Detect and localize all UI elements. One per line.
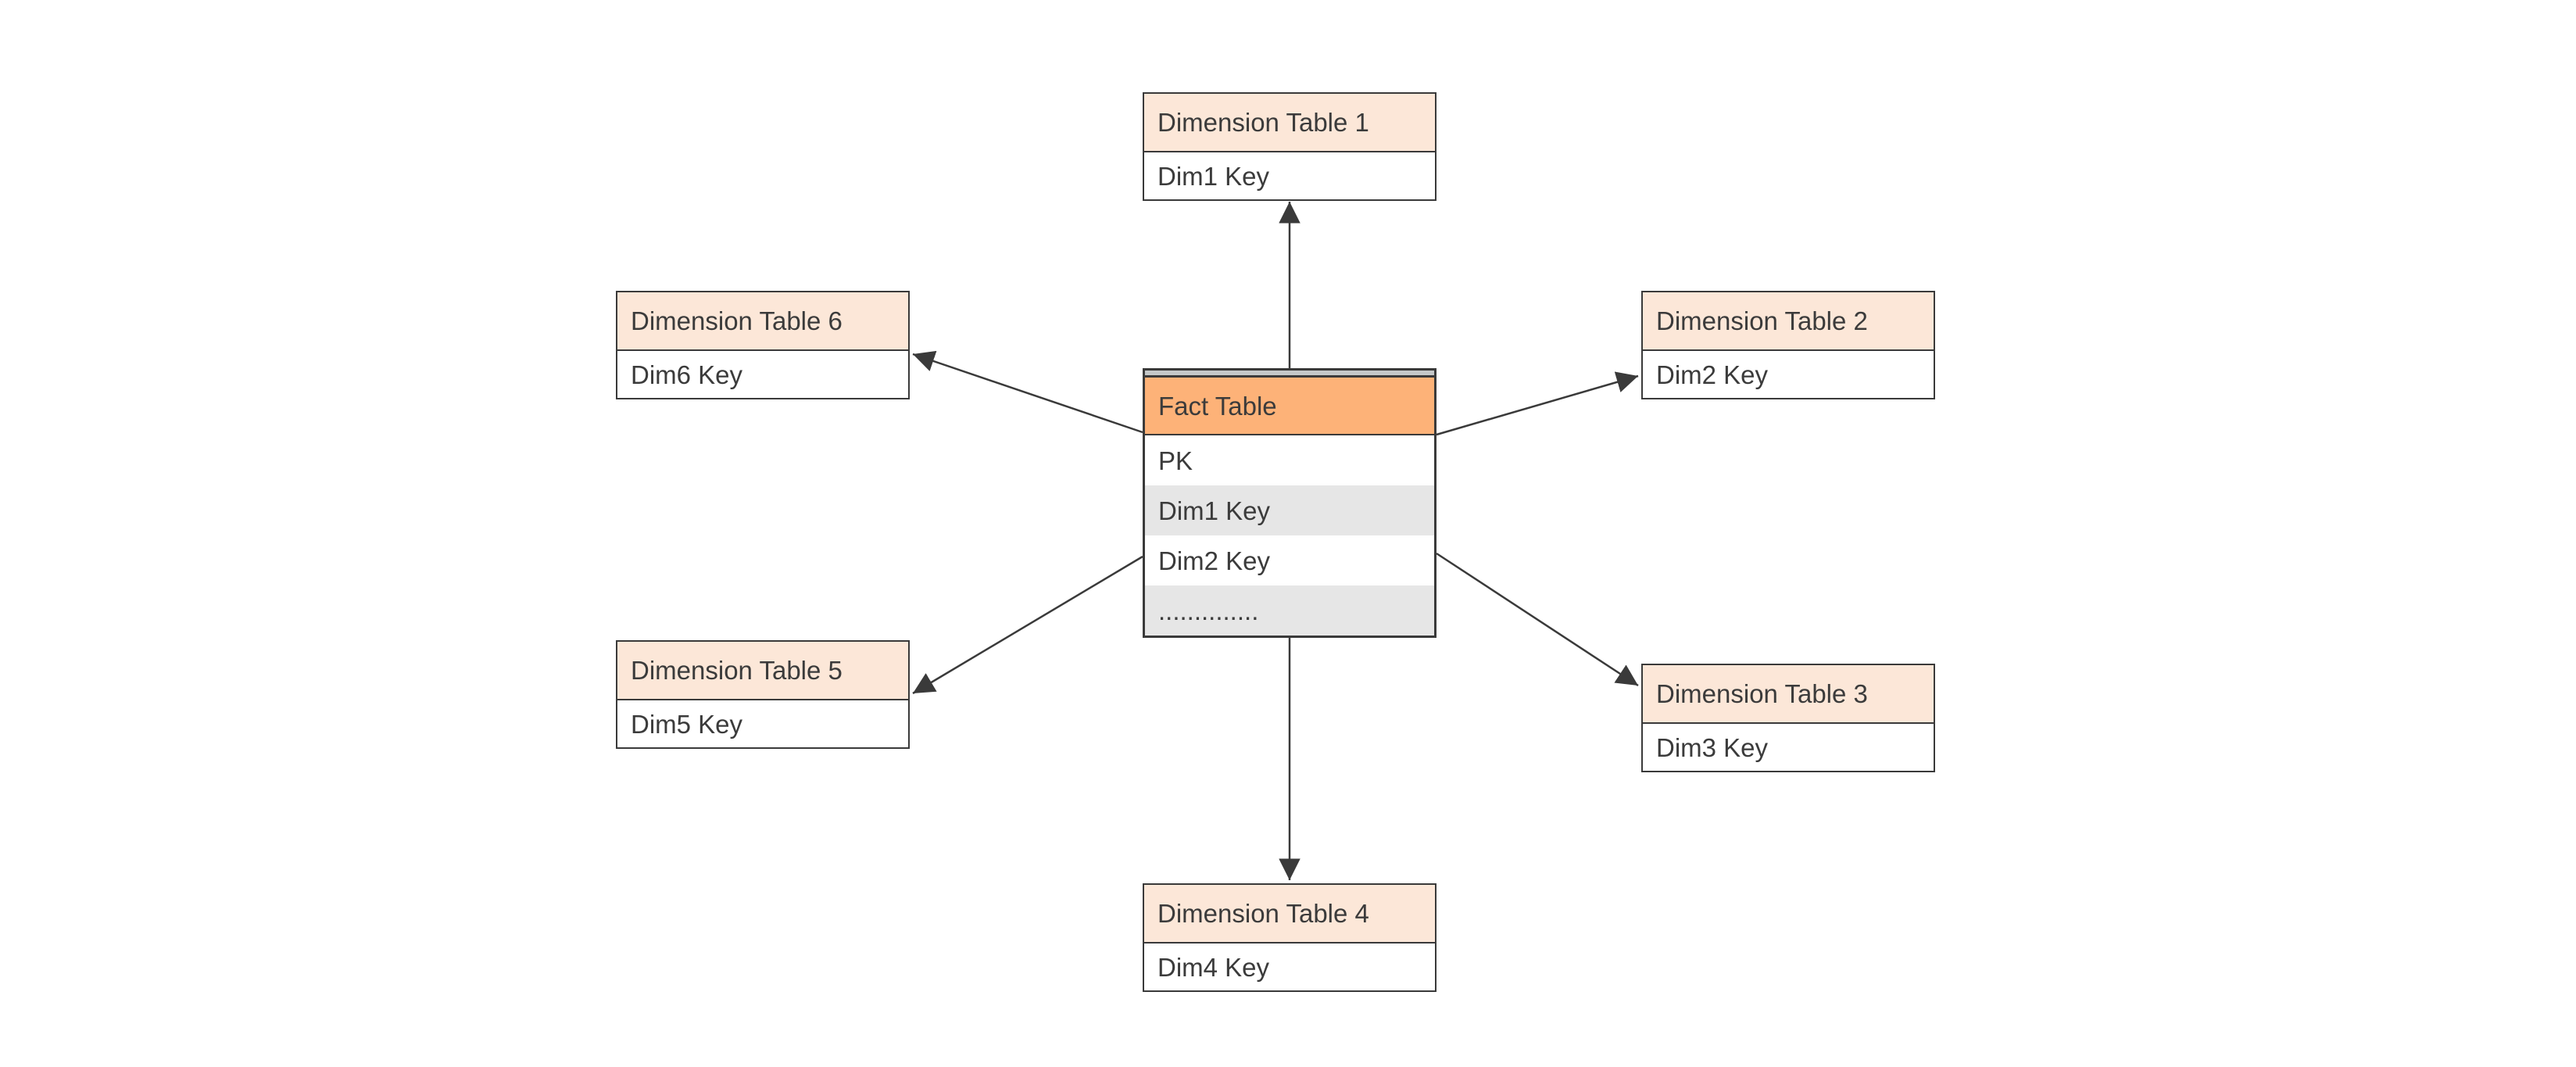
dimension-table-4-key: Dim4 Key (1157, 952, 1270, 982)
dimension-table-3-key: Dim3 Key (1656, 732, 1769, 762)
dimension-table-2-title: Dimension Table 2 (1656, 306, 1868, 335)
dimension-table-5-header: Dimension Table 5 (617, 642, 908, 700)
dimension-table-4[interactable]: Dimension Table 4 Dim4 Key (1143, 883, 1436, 992)
fact-table-row-dim2-key: Dim2 Key (1145, 535, 1434, 585)
dimension-table-2-header: Dimension Table 2 (1643, 292, 1934, 351)
dimension-table-2-key: Dim2 Key (1656, 360, 1769, 389)
dimension-table-2[interactable]: Dimension Table 2 Dim2 Key (1641, 291, 1935, 399)
connector-fact-to-dim5[interactable] (912, 555, 1143, 695)
dimension-table-6-title: Dimension Table 6 (631, 306, 843, 335)
fact-table-dim1-key: Dim1 Key (1158, 496, 1271, 525)
fact-table-row-ellipsis: .............. (1145, 585, 1434, 636)
dimension-table-3-header: Dimension Table 3 (1643, 665, 1934, 724)
dimension-table-5[interactable]: Dimension Table 5 Dim5 Key (616, 640, 910, 749)
dimension-table-5-row: Dim5 Key (617, 700, 908, 747)
fact-table-title: Fact Table (1158, 391, 1277, 421)
fact-table-pk: PK (1158, 446, 1193, 475)
dimension-table-1[interactable]: Dimension Table 1 Dim1 Key (1143, 92, 1436, 201)
dimension-table-6-row: Dim6 Key (617, 351, 908, 398)
connector-fact-to-dim2[interactable] (1436, 371, 1639, 436)
fact-table-top-strip (1145, 371, 1434, 378)
fact-table-dim2-key: Dim2 Key (1158, 546, 1271, 575)
dimension-table-3-title: Dimension Table 3 (1656, 679, 1868, 708)
dimension-table-4-title: Dimension Table 4 (1157, 899, 1369, 928)
dimension-table-2-row: Dim2 Key (1643, 351, 1934, 398)
fact-table[interactable]: Fact Table PK Dim1 Key Dim2 Key ........… (1143, 368, 1436, 638)
dimension-table-3-row: Dim3 Key (1643, 724, 1934, 771)
dimension-table-3[interactable]: Dimension Table 3 Dim3 Key (1641, 664, 1935, 772)
dimension-table-5-key: Dim5 Key (631, 709, 743, 739)
fact-table-row-dim1-key: Dim1 Key (1145, 485, 1434, 535)
dimension-table-1-header: Dimension Table 1 (1144, 94, 1435, 152)
dimension-table-4-row: Dim4 Key (1144, 943, 1435, 990)
connector-fact-to-dim3[interactable] (1436, 552, 1639, 687)
dimension-table-1-title: Dimension Table 1 (1157, 108, 1369, 137)
dimension-table-6[interactable]: Dimension Table 6 Dim6 Key (616, 291, 910, 399)
dimension-table-4-header: Dimension Table 4 (1144, 885, 1435, 943)
dimension-table-5-title: Dimension Table 5 (631, 656, 843, 685)
fact-table-row-pk: PK (1145, 435, 1434, 485)
dimension-table-6-header: Dimension Table 6 (617, 292, 908, 351)
fact-table-ellipsis: .............. (1158, 596, 1259, 625)
dimension-table-1-row: Dim1 Key (1144, 152, 1435, 199)
connector-fact-to-dim6[interactable] (912, 350, 1143, 434)
fact-table-header: Fact Table (1145, 378, 1434, 435)
dimension-table-1-key: Dim1 Key (1157, 161, 1270, 191)
dimension-table-6-key: Dim6 Key (631, 360, 743, 389)
